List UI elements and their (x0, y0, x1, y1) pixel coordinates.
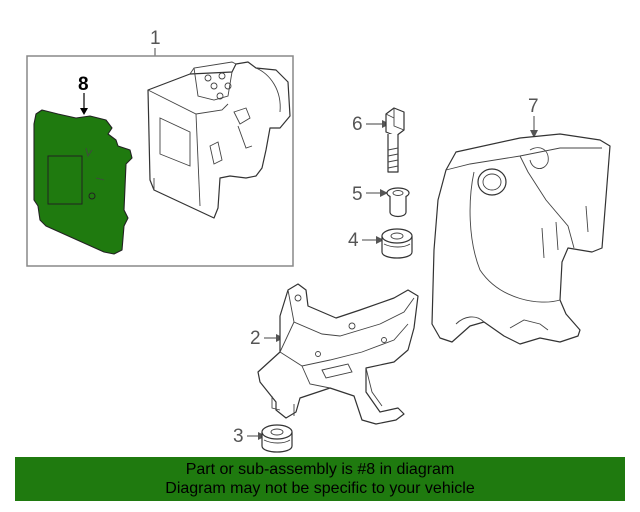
part-1-abs-unit[interactable] (147, 61, 291, 219)
part-3-grommet[interactable] (261, 424, 293, 453)
callout-2[interactable]: 2 (250, 328, 261, 349)
callout-5[interactable]: 5 (352, 184, 363, 205)
callout-1[interactable]: 1 (150, 28, 161, 49)
banner-line-2: Diagram may not be specific to your vehi… (165, 480, 475, 497)
part-5-sleeve[interactable] (386, 187, 410, 218)
callout-7-arrow (530, 130, 538, 138)
part-6-bolt[interactable] (385, 107, 405, 173)
callout-8-arrow (80, 108, 88, 115)
part-7-cover[interactable] (431, 133, 611, 345)
banner-line-1: Part or sub-assembly is #8 in diagram (185, 461, 455, 478)
callout-4[interactable]: 4 (348, 230, 359, 251)
callout-6[interactable]: 6 (352, 114, 363, 135)
info-banner: Part or sub-assembly is #8 in diagram Di… (15, 457, 625, 501)
callout-4-arrow (376, 236, 384, 244)
callout-8[interactable]: 8 (78, 74, 89, 95)
part-4-grommet[interactable] (381, 228, 413, 259)
part-2-bracket[interactable] (257, 283, 419, 425)
callout-3[interactable]: 3 (233, 426, 244, 447)
callout-5-arrow (380, 189, 388, 197)
part-8-control-module[interactable] (33, 109, 133, 255)
callout-7[interactable]: 7 (528, 96, 539, 117)
